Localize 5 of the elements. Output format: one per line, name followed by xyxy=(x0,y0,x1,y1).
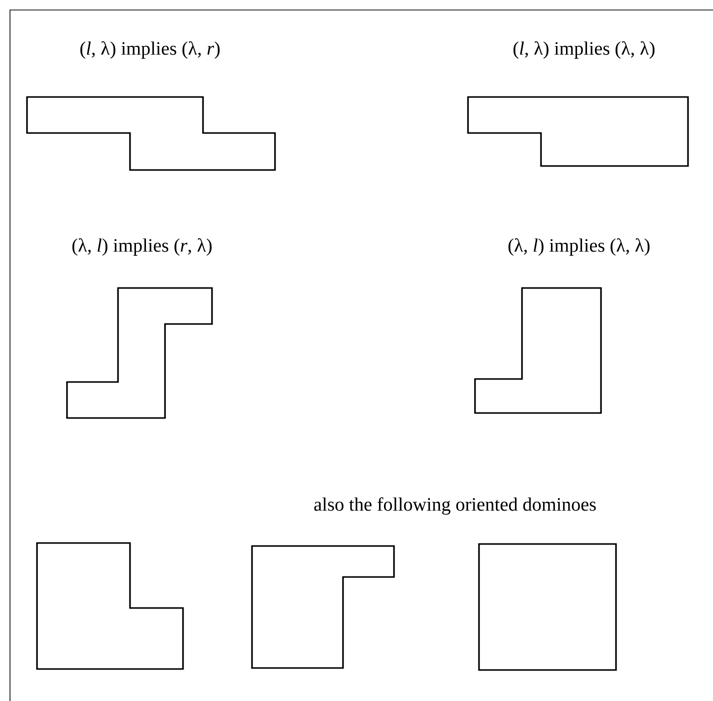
caption-text: (λ, l) implies (r, λ) xyxy=(72,238,212,256)
caption-text: (l, λ) implies (λ, λ) xyxy=(514,41,654,59)
caption-text: also the following oriented dominoes xyxy=(314,497,596,515)
caption-text: (λ, l) implies (λ, λ) xyxy=(508,238,650,256)
caption-text: (l, λ) implies (λ, r) xyxy=(80,41,220,59)
